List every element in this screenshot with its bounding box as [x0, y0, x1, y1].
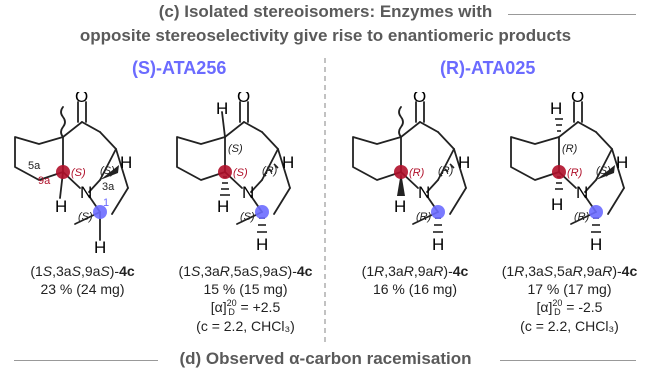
title-rule-right	[508, 14, 636, 15]
nitrogen-atom: N	[80, 183, 92, 202]
hydrogen-atom: H	[616, 153, 628, 172]
hydrogen-atom: H	[217, 197, 229, 216]
stereo-label: (R)	[562, 143, 578, 155]
yield-text: 17 % (17 mg)	[527, 281, 612, 297]
enzyme-r-label: (R)-ATA025	[440, 58, 536, 78]
compound-name: (1R,3aS,5aR,9aR)-4c	[501, 263, 638, 279]
title-rule-right	[500, 360, 636, 361]
hydrogen-atom: H	[394, 197, 406, 216]
stereo-label: (R)	[574, 211, 590, 223]
rotation-conditions: (c = 2.2, CHCl₃)	[196, 318, 295, 335]
hydrogen-atom: H	[55, 197, 67, 216]
yield-text: 15 % (15 mg)	[203, 281, 288, 297]
hydrogen-atom: H	[590, 235, 602, 254]
hydrogen-atom: H	[216, 99, 228, 118]
stereo-label: (R)	[262, 165, 278, 177]
hydrogen-atom: H	[282, 153, 294, 172]
hydrogen-atom: H	[551, 195, 563, 214]
title-rule-left	[14, 360, 158, 361]
nitrogen-atom: N	[242, 183, 254, 202]
stereo-label: (S)	[78, 211, 93, 223]
hydrogen-atom: H	[550, 99, 562, 118]
stereo-label: (R)	[409, 167, 425, 179]
stereo-label: (S)	[596, 165, 611, 177]
section-d-title: (d) Observed α-carbon racemisation	[179, 349, 472, 368]
hydrogen-atom: H	[458, 153, 470, 172]
position-label-9a: 9a	[38, 175, 51, 187]
yield-text: 16 % (16 mg)	[372, 281, 458, 297]
compound-label-1: (1S,3aS,9aS)-4c 23 % (24 mg)	[0, 262, 165, 298]
nitrogen-atom: N	[576, 183, 588, 202]
rotation-conditions: (c = 2.2, CHCl₃)	[520, 318, 619, 335]
stereo-label: (S)	[240, 211, 255, 223]
structure-1: O N H H H 5a 9a (S) (S) 3a (S) 1	[14, 92, 132, 257]
compound-name: (1S,3aS,9aS)-4c	[30, 263, 135, 279]
stereo-label: (R)	[438, 165, 454, 177]
stereo-label: (S)	[100, 165, 115, 177]
structure-4: O N H H H H (R) (R) (S) (R)	[510, 92, 628, 254]
compound-name: (1R,3aR,9aR)-4c	[361, 263, 469, 279]
section-c-title-line2: opposite stereoselectivity give rise to …	[79, 26, 572, 45]
structure-2: O N H H H H (S) (S) (R) (S)	[176, 92, 294, 254]
hydrogen-atom: H	[256, 235, 268, 254]
stereo-label: (S)	[71, 167, 86, 179]
hydrogen-atom: H	[94, 238, 106, 257]
dashed-divider	[324, 58, 326, 343]
compound-label-3: (1R,3aR,9aR)-4c 16 % (16 mg)	[335, 262, 495, 298]
position-label-1: 1	[103, 197, 109, 209]
position-label-5a: 5a	[28, 160, 41, 172]
enzyme-s-label: (S)-ATA256	[132, 58, 227, 78]
oxygen-atom: O	[75, 92, 88, 106]
oxygen-atom: O	[571, 92, 584, 106]
section-c-title-line1: (c) Isolated stereoisomers: Enzymes with	[158, 2, 493, 21]
oxygen-atom: O	[413, 92, 426, 106]
hydrogen-atom: H	[120, 153, 132, 172]
compound-name: (1S,3aR,5aS,9aS)-4c	[178, 263, 313, 279]
stereo-label: (S)	[228, 143, 243, 155]
stereo-label: (R)	[416, 211, 432, 223]
hydrogen-atom: H	[432, 235, 444, 254]
stereo-label: (R)	[567, 167, 583, 179]
oxygen-atom: O	[237, 92, 250, 106]
position-label-3a: 3a	[102, 181, 115, 193]
structure-3: O N H H H (R) (R) (R)	[352, 92, 470, 254]
yield-text: 23 % (24 mg)	[40, 281, 125, 297]
stereo-label: (S)	[233, 167, 248, 179]
nitrogen-atom: N	[418, 183, 430, 202]
